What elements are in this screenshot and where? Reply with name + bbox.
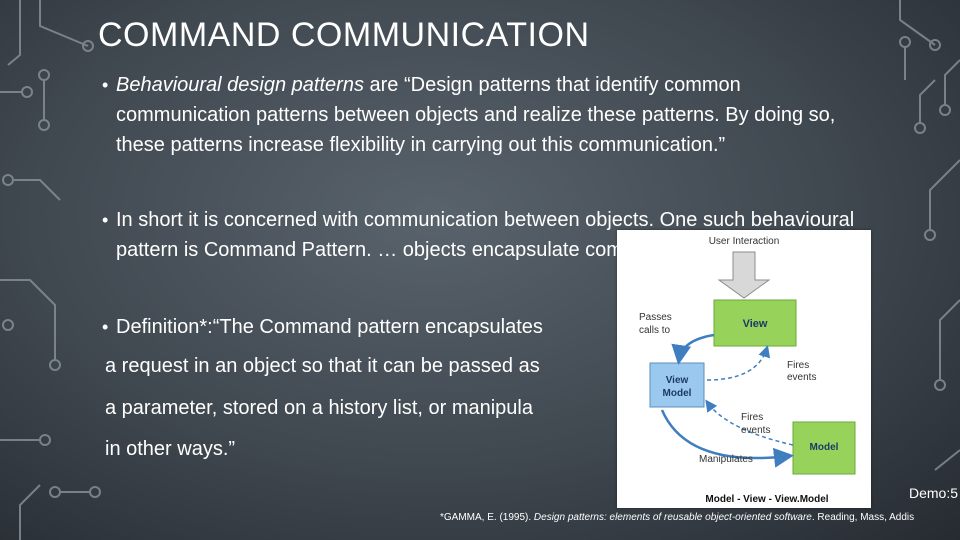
passes-calls-label-1: Passes <box>639 312 672 323</box>
fires-events-label-1b: events <box>787 372 816 383</box>
bullet-text: are “Design patterns that identify commo… <box>116 74 836 156</box>
view-label: View <box>743 318 768 330</box>
fires-events-arrow-1 <box>706 345 771 381</box>
fires-events-label-2b: events <box>741 425 770 436</box>
fires-events-arrow-2 <box>705 399 794 446</box>
bullet-dot: • <box>102 317 109 337</box>
user-interaction-arrow <box>717 251 771 299</box>
bullet-body: Behavioural design patterns are “Design … <box>102 70 862 160</box>
passes-calls-label-2: calls to <box>639 325 671 336</box>
italic-term: Behavioural design patterns <box>116 74 364 96</box>
bullet-dot: • <box>102 210 109 230</box>
definition-line-3: in other ways.” <box>105 438 236 460</box>
model-box <box>792 421 856 475</box>
footnote-prefix: *GAMMA, E. (1995). <box>440 512 534 523</box>
definition-line-1: a request in an object so that it can be… <box>105 355 540 377</box>
fires-events-label-2a: Fires <box>741 412 763 423</box>
model-label: Model <box>810 442 839 453</box>
citation-footnote: *GAMMA, E. (1995). Design patterns: elem… <box>440 512 914 523</box>
viewmodel-label-1: View <box>666 375 689 386</box>
user-interaction-label: User Interaction <box>709 236 780 247</box>
fires-events-label-1a: Fires <box>787 360 809 371</box>
bullet-definition: • Definition*:“The Command pattern encap… <box>102 312 862 342</box>
diagram-caption: Model - View - View.Model <box>705 494 828 505</box>
viewmodel-label-2: Model <box>663 388 692 399</box>
passes-calls-arrow <box>671 333 715 365</box>
demo-label: Demo:5 <box>908 485 958 501</box>
view-box <box>713 299 797 347</box>
bullet-dot: • <box>102 75 109 95</box>
manipulates-label: Manipulates <box>699 454 753 465</box>
footnote-suffix: . Reading, Mass, Addis <box>811 512 915 523</box>
manipulates-arrow <box>660 409 794 468</box>
mvvm-diagram: User Interaction View View Model Model P… <box>617 230 871 508</box>
definition-line-2: a parameter, stored on a history list, o… <box>105 397 533 419</box>
footnote-title: Design patterns: elements of reusable ob… <box>533 512 812 523</box>
bullet-behavioural-patterns: • Behavioural design patterns are “Desig… <box>102 70 862 160</box>
slide-title: COMMAND COMMUNICATION <box>98 16 590 54</box>
bullet-text: Definition*:“The Command pattern encapsu… <box>116 316 543 338</box>
